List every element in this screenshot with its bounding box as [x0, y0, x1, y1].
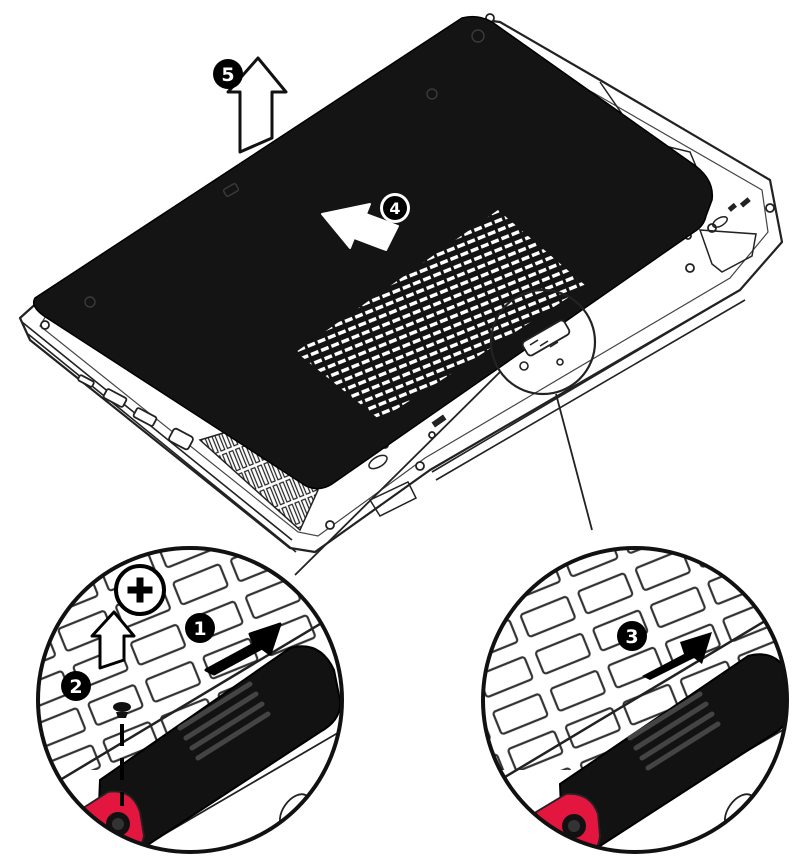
arrow-step-3 [642, 632, 712, 680]
step-label-2: 2 [69, 676, 82, 698]
service-door[interactable] [32, 15, 714, 490]
step-badge-3: 3 [617, 621, 647, 651]
step-label-3: 3 [625, 626, 638, 648]
arrow-step-2 [90, 610, 136, 670]
step-badge-4: 4 [380, 193, 410, 223]
arrow-icon [642, 632, 712, 680]
chassis-edge-line [21, 289, 746, 553]
zoom-detail-left: 2 1 [36, 546, 344, 854]
door-details [84, 29, 485, 308]
phillips-screwdriver-icon [114, 564, 166, 616]
screw-icon [113, 702, 131, 806]
arrow-icon [321, 203, 399, 251]
service-door-panel [32, 15, 714, 490]
arrow-icon [90, 610, 136, 670]
door-vent-grid [296, 210, 586, 420]
step-badge-1: 1 [185, 613, 215, 643]
zoom-detail-right: 3 [481, 546, 789, 854]
step-label-1: 1 [193, 618, 206, 640]
arrow-step-1 [204, 622, 282, 676]
step-badge-5: 5 [213, 59, 243, 89]
step-label-4: 4 [389, 199, 400, 218]
step-badge-2: 2 [61, 671, 91, 701]
laptop-latch[interactable] [519, 319, 571, 371]
arrow-step-5 [226, 56, 288, 154]
arrow-step-4 [321, 203, 399, 251]
side-ports [77, 374, 194, 451]
callout-circle-top [294, 288, 597, 576]
step-label-5: 5 [221, 64, 234, 86]
arrow-icon [226, 56, 288, 154]
